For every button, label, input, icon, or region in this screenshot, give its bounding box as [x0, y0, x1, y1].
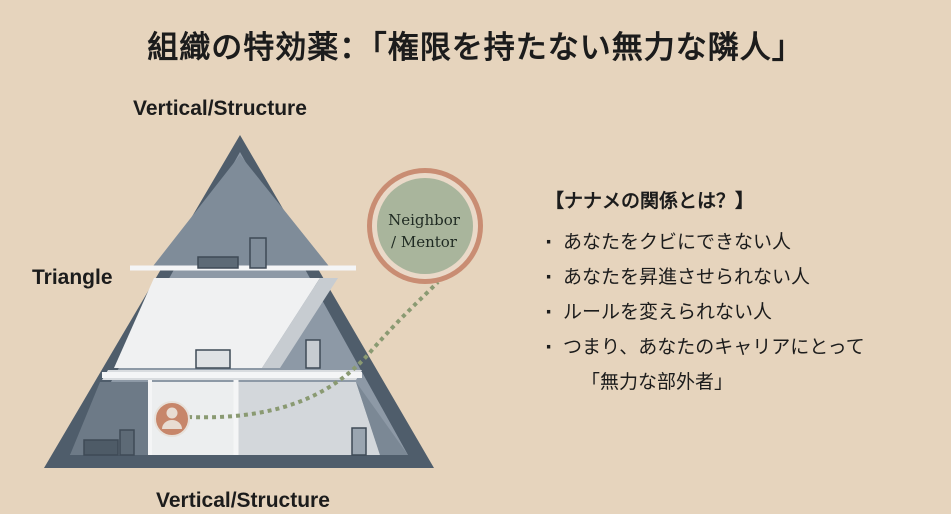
building-icons: [83, 237, 367, 456]
middle-room-right: [262, 278, 338, 368]
lower-right-room: [238, 382, 380, 455]
bullet-item: ルールを変えられない人: [545, 295, 865, 330]
definition-panel: 【ナナメの関係とは？】 あなたをクビにできない人 あなたを昇進させられない人 ル…: [545, 186, 865, 400]
label-left: Triangle: [32, 266, 113, 289]
bullet-item: つまり、あなたのキャリアにとって: [545, 330, 865, 365]
label-bottom: Vertical/Structure: [156, 489, 330, 512]
person-icon: [154, 401, 190, 437]
bullet-item: あなたを昇進させられない人: [545, 260, 865, 295]
mentor-line2: / Mentor: [391, 233, 457, 251]
mentor-label: Neighbor / Mentor: [374, 209, 474, 253]
bullet-list: あなたをクビにできない人 あなたを昇進させられない人 ルールを変えられない人 つ…: [545, 225, 865, 365]
right-wedge: [356, 382, 408, 455]
bullet-item: あなたをクビにできない人: [545, 225, 865, 260]
label-top: Vertical/Structure: [133, 97, 307, 120]
mentor-line1: Neighbor: [388, 211, 460, 229]
middle-room: [114, 278, 320, 368]
bullet-continuation: 「無力な部外者」: [581, 371, 734, 393]
mentor-circle: [367, 168, 483, 284]
top-room: [150, 155, 332, 270]
dotted-path: [187, 280, 440, 420]
panel-heading: 【ナナメの関係とは？】: [545, 190, 755, 212]
page-title: 組織の特効薬：「権限を持たない無力な隣人」: [147, 30, 804, 66]
